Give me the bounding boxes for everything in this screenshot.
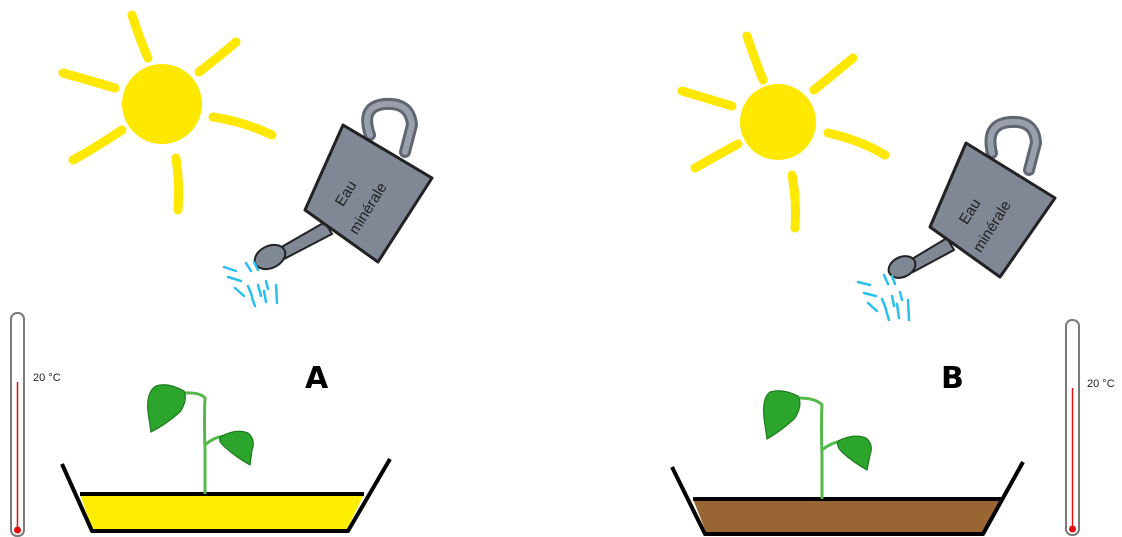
thermometer-label: 20 °C [33,372,61,384]
sun-icon [677,31,890,233]
water-spray [856,273,911,322]
leaf [763,390,801,440]
substrate [80,494,364,529]
leaf [147,384,186,433]
substrate [693,499,1001,532]
leaf [836,435,872,471]
watering-can-icon: Eau minérale [253,97,434,271]
leaf [219,430,254,466]
panel-b: Eau minérale 20 °C B [670,31,1115,536]
thermometer-label: 20 °C [1087,378,1115,390]
panel-label: B [941,361,964,396]
seedling-plant [763,390,872,499]
pot [670,461,1025,536]
thermometer-icon: 20 °C [10,312,61,537]
panel-a: Eau minérale 20 °C A [10,10,434,537]
thermometer-icon: 20 °C [1065,319,1115,536]
watering-can-icon: Eau minérale [887,115,1057,279]
water-spray [222,260,279,308]
panel-label: A [305,361,329,396]
seedling-plant [147,384,254,494]
sun-icon [58,10,277,215]
pot [60,457,392,533]
